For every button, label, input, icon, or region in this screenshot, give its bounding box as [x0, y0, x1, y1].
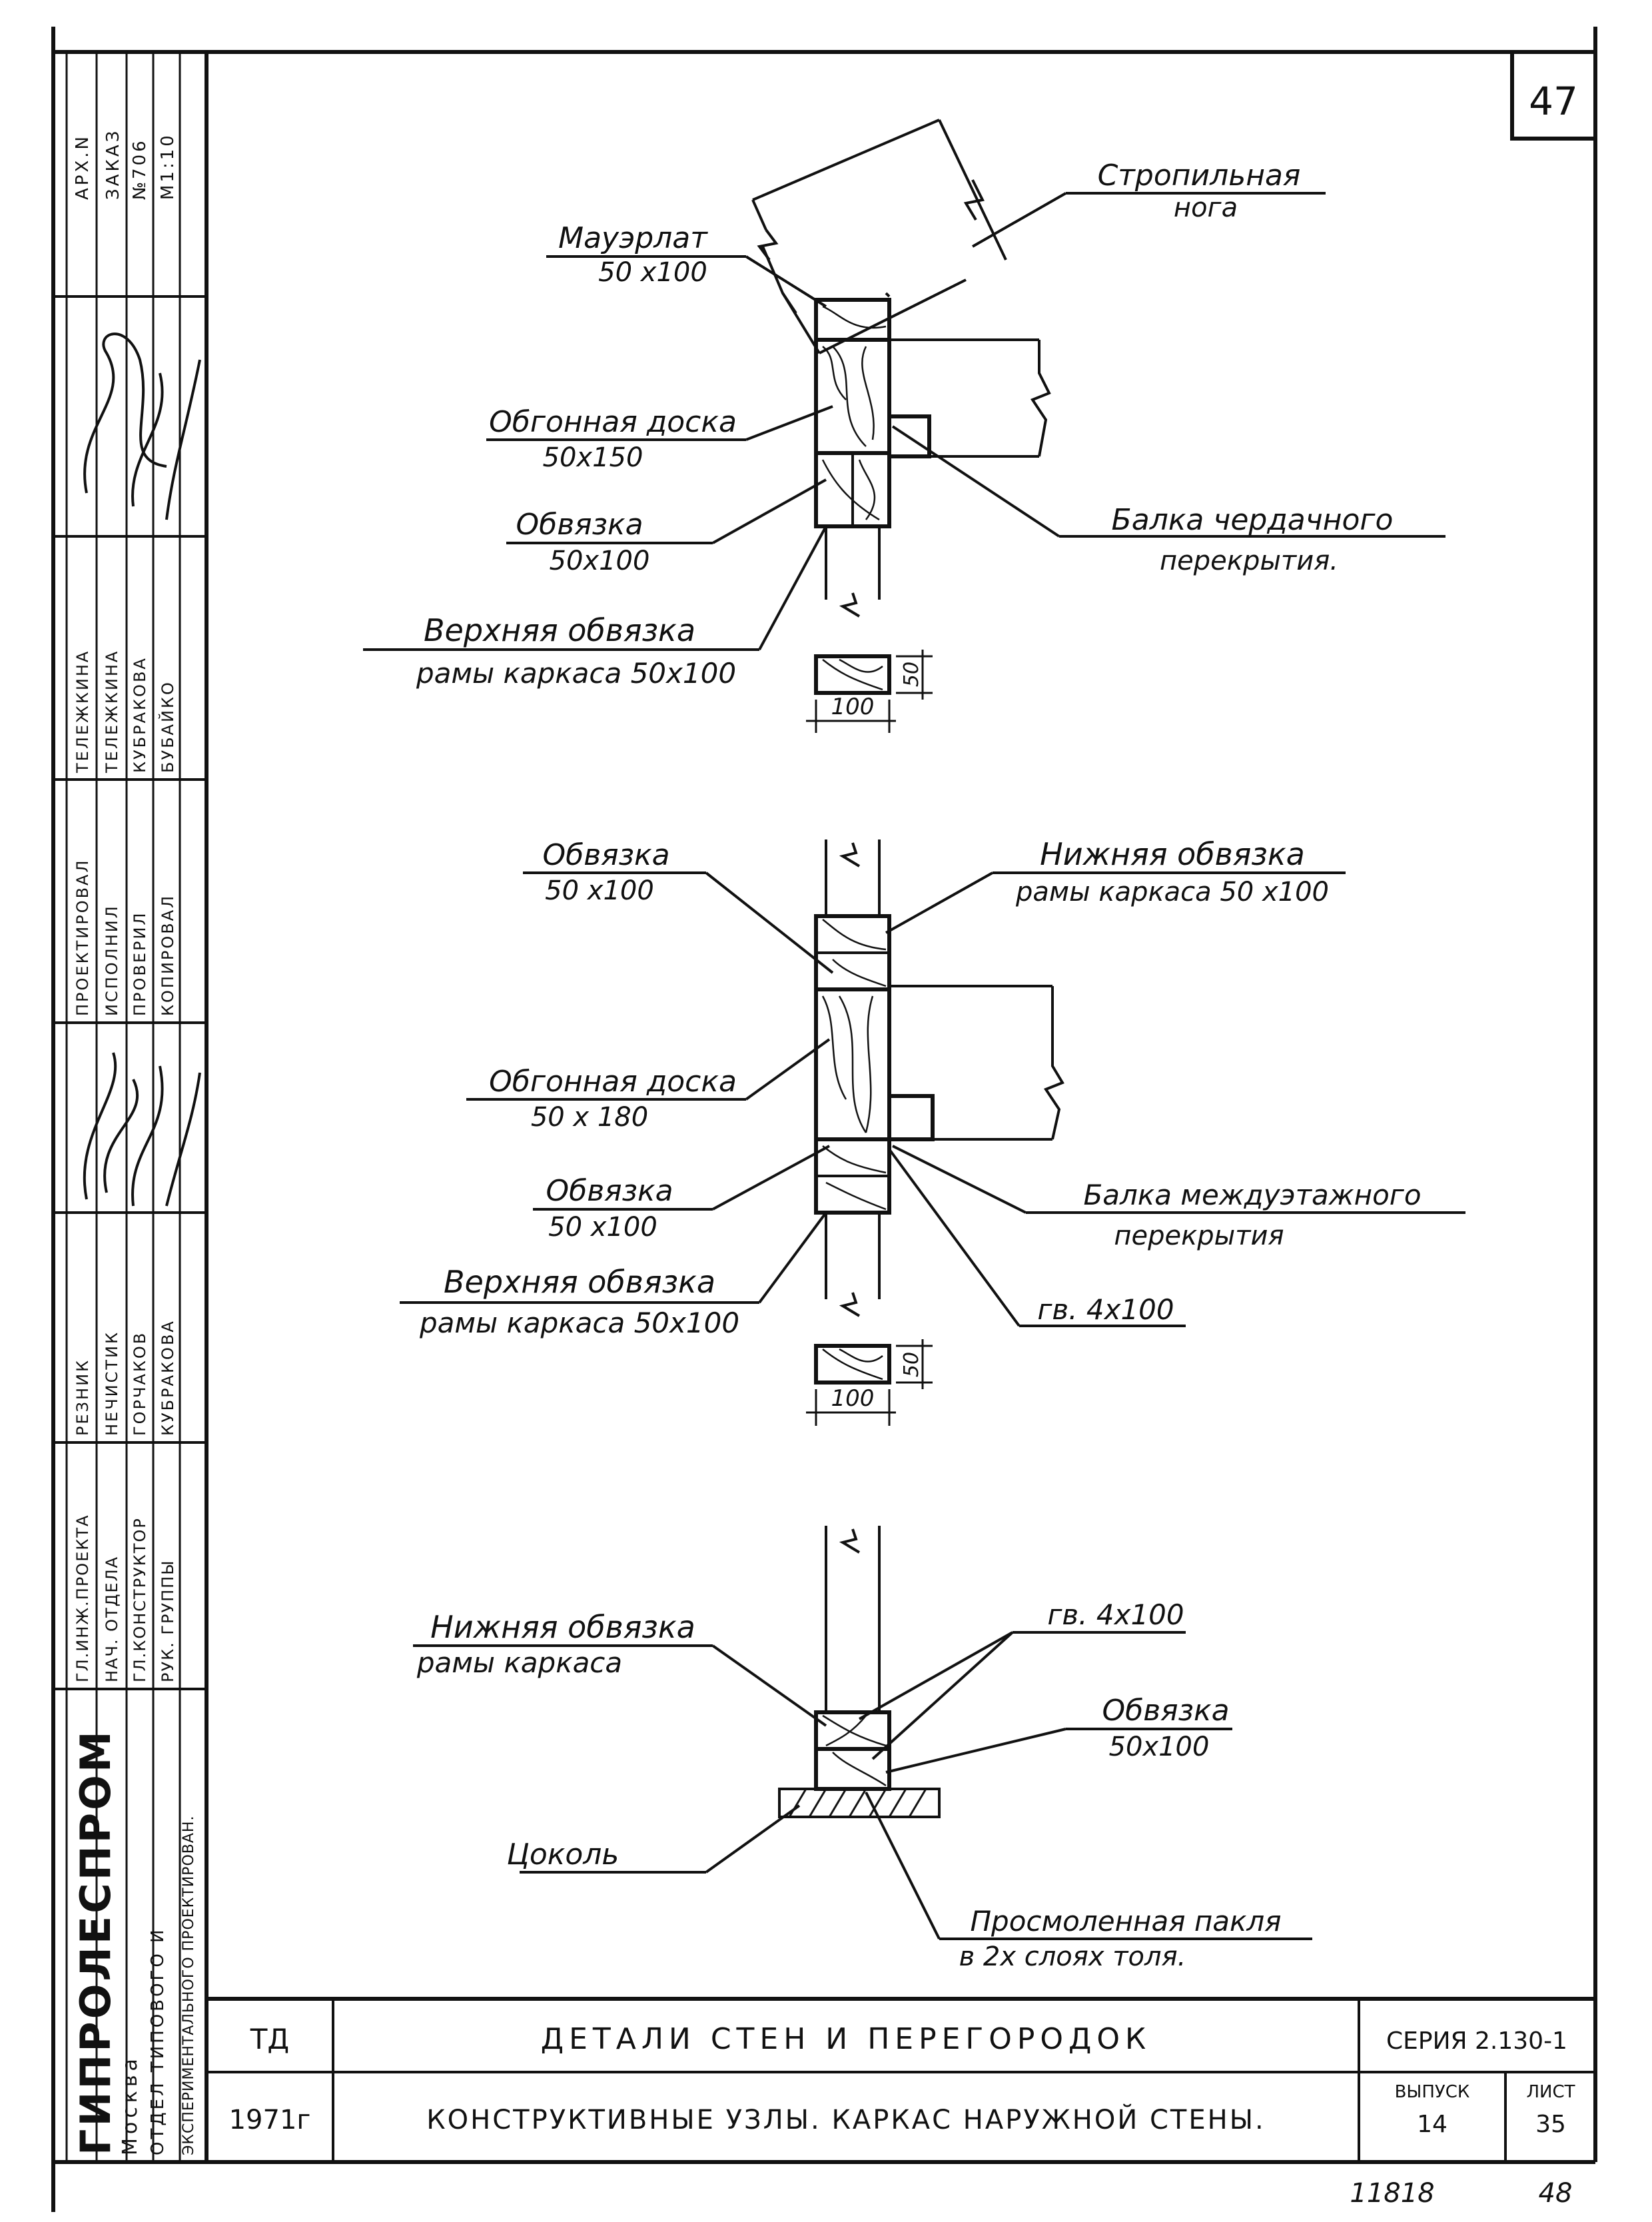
node2-board-l2: 50 х 180	[531, 1102, 648, 1133]
sheet-value: 35	[1535, 2111, 1566, 2138]
node3-nail: гв. 4х100	[1047, 1598, 1184, 1631]
organization-name: ГИПРОЛЕСПРОМ	[71, 1728, 120, 2155]
node2-beam-l1: Балка междуэтажного	[1083, 1179, 1421, 1211]
node2-dim-height: 50	[900, 1352, 923, 1377]
node1-beam-l1: Балка чердачного	[1112, 503, 1394, 537]
title-code: ТД	[250, 2023, 289, 2055]
node1-beam-l2: перекрытия.	[1160, 546, 1338, 576]
node2-board-l1: Обгонная доска	[489, 1065, 737, 1099]
node2-dim-width: 100	[831, 1385, 875, 1412]
node1-drawing	[751, 119, 1051, 733]
node1-rafter-l1: Стропильная	[1098, 159, 1301, 193]
role-group-head: РУК. ГРУППЫ	[159, 1560, 177, 1682]
sheet-number: 47	[1529, 79, 1578, 124]
node2-strap-l1: Обвязка	[542, 838, 669, 872]
role-checked: ПРОВЕРИЛ	[131, 911, 149, 1016]
node1-strap-l1: Обвязка	[516, 508, 643, 542]
sheet-label: ЛИСТ	[1526, 2082, 1575, 2102]
role-executed: ИСПОЛНИЛ	[103, 904, 121, 1016]
node3-strap-l2: 50х100	[1109, 1732, 1210, 1762]
node1-mauerlat-l2: 50 х100	[598, 257, 707, 288]
order-number: №706	[130, 138, 150, 200]
name-group-head: КУБРАКОВА	[159, 1319, 177, 1436]
role-copied: КОПИРОВАЛ	[159, 894, 177, 1016]
node1-mauerlat-l1: Мауэрлат	[558, 221, 708, 255]
node2-strap2-l1: Обвязка	[546, 1174, 673, 1208]
node2-lower-l2: рамы каркаса 50 х100	[1015, 877, 1329, 907]
name-checked: КУБРАКОВА	[131, 656, 149, 773]
node2-upper-l1: Верхняя обвязка	[444, 1264, 715, 1300]
name-designed: ТЕЛЕЖКИНА	[73, 650, 92, 774]
bottom-number-right: 48	[1539, 2178, 1573, 2209]
name-chief-designer: ГОРЧАКОВ	[131, 1331, 149, 1436]
node1-strap-l2: 50х100	[550, 546, 650, 576]
name-chief-engineer: РЕЗНИК	[73, 1359, 92, 1436]
drawing-subtitle: КОНСТРУКТИВНЫЕ УЗЛЫ. КАРКАС НАРУЖНОЙ СТЕ…	[426, 2103, 1265, 2135]
name-copied: БУБАЙКО	[158, 680, 177, 773]
node1-leaders	[363, 192, 1446, 651]
bottom-number-left: 11818	[1350, 2178, 1434, 2209]
scale-label: М1:10	[158, 133, 178, 200]
node2-lower-l1: Нижняя обвязка	[1040, 836, 1305, 872]
node1-board-l2: 50х150	[543, 442, 643, 473]
node3-drawing	[778, 1526, 941, 1818]
node1-dim-height: 50	[900, 662, 923, 687]
signature-upper	[83, 332, 201, 520]
drawing-title: ДЕТАЛИ СТЕН И ПЕРЕГОРОДОК	[541, 2022, 1152, 2056]
left-title-strip	[53, 52, 206, 2162]
node2-leaders	[400, 871, 1465, 1327]
order-label: ЗАКАЗ	[103, 129, 123, 200]
issue-label: ВЫПУСК	[1395, 2082, 1470, 2102]
node2-beam-l2: перекрытия	[1114, 1221, 1284, 1251]
node1-rafter-l2: нога	[1174, 193, 1238, 223]
issue-number: 14	[1417, 2111, 1447, 2138]
node1-dim-width: 100	[831, 694, 875, 720]
node2-nail: гв. 4х100	[1037, 1293, 1174, 1326]
archive-number-label: АРХ.N	[73, 134, 93, 200]
series-label: СЕРИЯ 2.130-1	[1386, 2027, 1567, 2055]
role-chief-engineer: ГЛ.ИНЖ.ПРОЕКТА	[73, 1514, 92, 1682]
node2-strap-l2: 50 х100	[545, 875, 654, 906]
node3-tow-l1: Просмоленная пакля	[970, 1905, 1281, 1938]
node2-upper-l2: рамы каркаса 50х100	[419, 1307, 739, 1339]
name-executed: ТЕЛЕЖКИНА	[103, 650, 121, 774]
name-department-head: НЕЧИСТИК	[103, 1331, 121, 1436]
node1-upper-l1: Верхняя обвязка	[424, 612, 695, 648]
role-designed: ПРОЕКТИРОВАЛ	[73, 858, 92, 1016]
signature-lower	[83, 1052, 201, 1207]
sheet-frame	[51, 27, 1597, 2212]
node1-upper-l2: рамы каркаса 50х100	[416, 657, 736, 690]
node1-board-l1: Обгонная доска	[489, 405, 737, 439]
node3-lower-l1: Нижняя обвязка	[430, 1609, 695, 1645]
node3-strap-l1: Обвязка	[1102, 1694, 1229, 1728]
role-chief-designer: ГЛ.КОНСТРУКТОР	[131, 1517, 149, 1682]
organization-department-l1: ОТДЕЛ ТИПОВОГО И	[148, 1927, 168, 2155]
role-department-head: НАЧ. ОТДЕЛА	[103, 1556, 121, 1682]
node3-lower-l2: рамы каркаса	[416, 1646, 622, 1679]
node2-strap2-l2: 50 х100	[548, 1212, 657, 1243]
node3-leaders	[413, 1631, 1312, 1940]
node3-tow-l2: в 2х слоях толя.	[959, 1942, 1186, 1972]
node3-plinth: Цоколь	[507, 1838, 620, 1872]
organization-department-l2: ЭКСПЕРИМЕНТАЛЬНОГО ПРОЕКТИРОВАН.	[181, 1816, 197, 2155]
organization-city: Москва	[119, 2055, 142, 2155]
title-year: 1971г	[229, 2105, 311, 2135]
title-block	[206, 1997, 1595, 2162]
node2-drawing	[806, 839, 1064, 1426]
